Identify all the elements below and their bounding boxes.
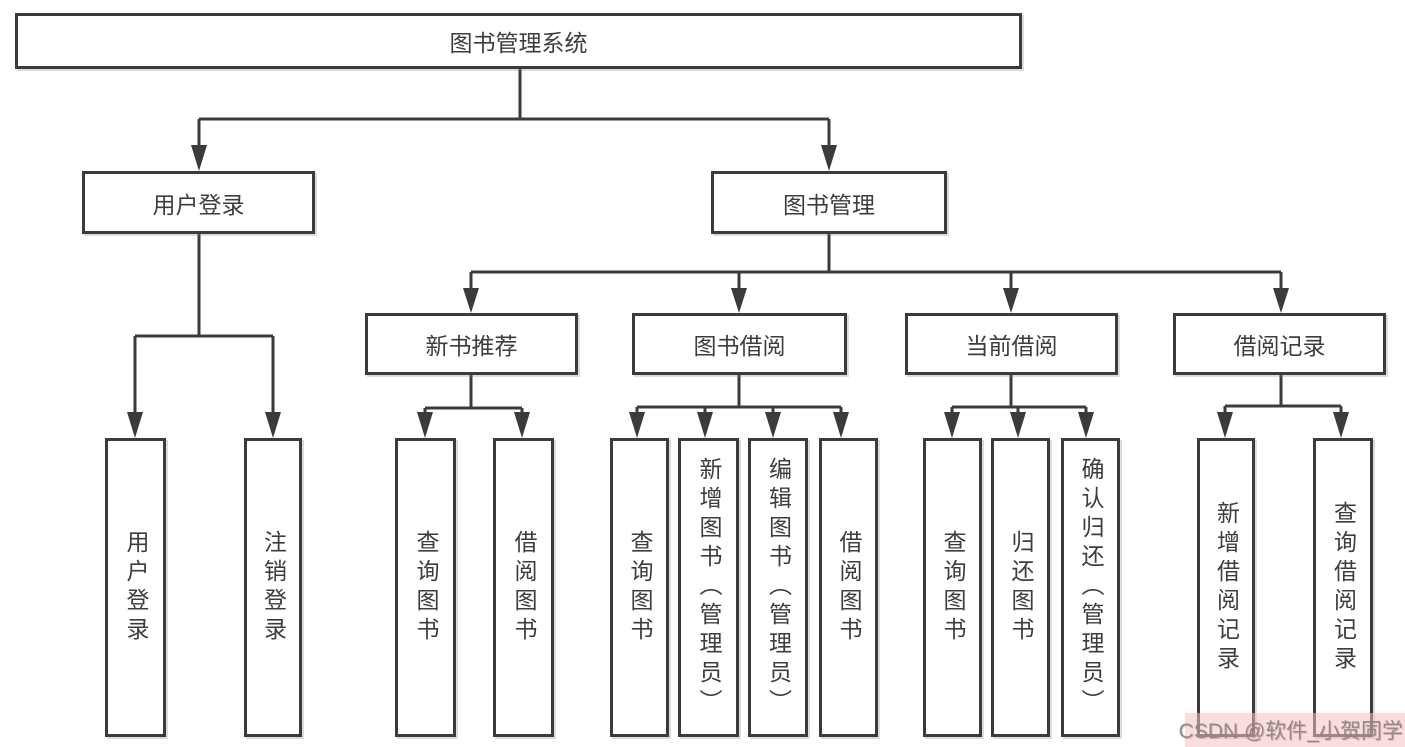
- arrowhead: [731, 288, 747, 313]
- leaf-query-books-3: 查询图书: [923, 438, 982, 737]
- node-borrow-records: 借阅记录: [1173, 313, 1386, 375]
- node-label: 图书管理: [783, 191, 875, 218]
- arrowhead: [833, 412, 849, 438]
- node-book-management: 图书管理: [711, 171, 947, 234]
- arrowhead: [944, 412, 960, 438]
- arrowhead: [629, 412, 645, 438]
- arrowhead: [1078, 412, 1094, 438]
- node-label: 借阅记录: [1233, 333, 1326, 359]
- arrowhead: [765, 412, 781, 438]
- leaf-borrow-books-2: 借阅图书: [819, 438, 878, 737]
- leaf-label: 编辑图书（管理员）: [765, 457, 792, 718]
- arrowhead: [514, 412, 530, 438]
- node-current-borrow: 当前借阅: [905, 313, 1118, 375]
- leaf-confirm-return-admin: 确认归还（管理员）: [1061, 438, 1120, 737]
- leaf-add-borrow-record: 新增借阅记录: [1197, 438, 1255, 737]
- arrowhead: [1010, 412, 1026, 438]
- arrowhead: [697, 412, 713, 438]
- leaf-label: 查询图书: [940, 529, 966, 646]
- leaf-label: 查询图书: [627, 529, 653, 646]
- leaf-label: 用户登录: [123, 529, 149, 646]
- leaf-label: 新增图书（管理员）: [696, 457, 722, 718]
- node-root: 图书管理系统: [15, 13, 1022, 69]
- leaf-add-books-admin: 新增图书（管理员）: [678, 438, 739, 737]
- watermark: CSDN @软件_小贺同学: [1179, 713, 1405, 747]
- arrowhead: [127, 412, 143, 438]
- leaf-query-books-1: 查询图书: [395, 438, 456, 737]
- leaf-label: 确认归还（管理员）: [1078, 457, 1104, 718]
- arrowhead: [463, 288, 479, 313]
- leaf-logout: 注销登录: [244, 438, 302, 737]
- watermark-text: CSDN @软件_小贺同学: [1178, 720, 1403, 743]
- node-label: 图书借阅: [693, 333, 786, 359]
- leaf-label: 归还图书: [1008, 529, 1034, 646]
- leaf-borrow-books-1: 借阅图书: [493, 438, 554, 737]
- node-label: 当前借阅: [965, 333, 1058, 359]
- leaf-return-books: 归还图书: [991, 438, 1050, 737]
- arrowhead: [265, 412, 281, 438]
- leaf-user-login: 用户登录: [105, 438, 166, 737]
- leaf-label: 借阅图书: [836, 529, 862, 646]
- leaf-label: 查询图书: [413, 529, 439, 646]
- leaf-query-books-2: 查询图书: [610, 438, 669, 737]
- leaf-label: 借阅图书: [511, 529, 537, 646]
- node-label: 新书推荐: [425, 333, 518, 359]
- leaf-edit-books-admin: 编辑图书（管理员）: [748, 438, 808, 737]
- arrowhead: [191, 145, 207, 171]
- node-new-book-recommend: 新书推荐: [365, 313, 578, 375]
- node-root-label: 图书管理系统: [449, 30, 588, 56]
- arrowhead: [1217, 412, 1233, 438]
- leaf-label: 注销登录: [260, 529, 287, 646]
- leaf-query-borrow-record: 查询借阅记录: [1313, 438, 1373, 737]
- node-user-login: 用户登录: [82, 171, 315, 234]
- leaf-label: 查询借阅记录: [1330, 500, 1357, 675]
- leaf-label: 新增借阅记录: [1213, 500, 1240, 675]
- node-book-borrow: 图书借阅: [632, 313, 847, 375]
- arrowhead: [1273, 288, 1289, 313]
- arrowhead: [1003, 288, 1019, 313]
- arrowhead: [1333, 412, 1349, 438]
- arrowhead: [417, 412, 433, 438]
- arrowhead: [821, 145, 837, 171]
- node-label: 用户登录: [152, 191, 245, 218]
